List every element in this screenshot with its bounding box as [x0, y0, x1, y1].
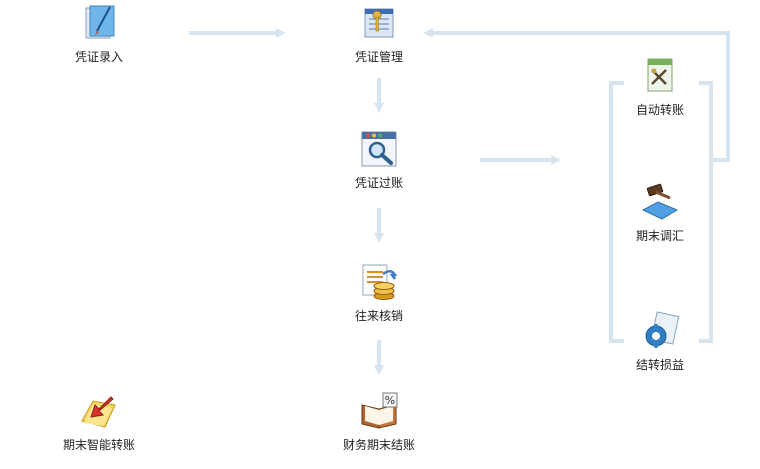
- smart-transfer-node[interactable]: 期末智能转账: [44, 391, 154, 453]
- voucher-management-label: 凭证管理: [354, 50, 403, 64]
- profit-loss-transfer-node[interactable]: 结转损益: [605, 311, 715, 373]
- smart-transfer-label: 期末智能转账: [62, 438, 135, 452]
- voucher-entry-node[interactable]: 凭证录入: [44, 3, 154, 65]
- voucher-posting-node[interactable]: 凭证过账: [324, 129, 434, 191]
- profit-loss-transfer-icon: [645, 311, 680, 348]
- smart-transfer-icon: [81, 396, 116, 428]
- ar-ap-writeoff-icon: [362, 264, 398, 300]
- auto-transfer-node[interactable]: 自动转账: [605, 56, 715, 118]
- arrow-group-back-to-management: [423, 28, 730, 162]
- fx-adjust-node[interactable]: 期末调汇: [605, 182, 715, 244]
- voucher-management-icon: [364, 8, 394, 38]
- ar-ap-writeoff-node[interactable]: 往来核销: [324, 262, 434, 324]
- auto-transfer-label: 自动转账: [635, 103, 684, 117]
- fx-adjust-label: 期末调汇: [635, 229, 684, 243]
- voucher-entry-icon: [85, 5, 115, 39]
- voucher-management-node[interactable]: 凭证管理: [324, 3, 434, 65]
- svg-text:%: %: [385, 394, 395, 407]
- period-end-closing-node[interactable]: % 财务期末结账: [324, 391, 434, 453]
- voucher-posting-icon: [361, 131, 397, 167]
- voucher-entry-label: 凭证录入: [74, 50, 123, 64]
- fx-adjust-icon: [641, 183, 679, 220]
- period-end-closing-label: 财务期末结账: [342, 438, 415, 452]
- voucher-posting-label: 凭证过账: [354, 176, 403, 190]
- auto-transfer-icon: [647, 58, 673, 92]
- bracket-right: [699, 81, 713, 343]
- profit-loss-transfer-label: 结转损益: [635, 358, 684, 372]
- bracket-left: [609, 81, 624, 343]
- period-end-closing-icon: %: [361, 392, 398, 429]
- ar-ap-writeoff-label: 往来核销: [354, 309, 403, 323]
